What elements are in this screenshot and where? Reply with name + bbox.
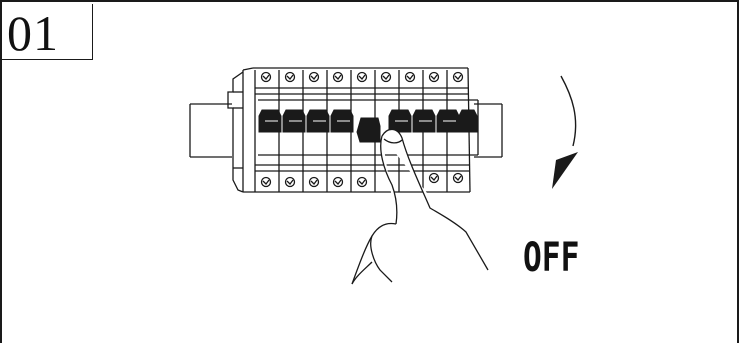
din-rail	[189, 103, 503, 158]
step-number: 01	[7, 5, 59, 61]
pointing-hand-icon	[351, 128, 489, 285]
bottom-terminal-screws	[260, 172, 464, 188]
off-label: OFF	[523, 235, 580, 281]
arrow-head	[552, 152, 578, 189]
curved-arrow-down-icon	[560, 75, 577, 147]
top-terminal-screws	[260, 71, 464, 83]
breaker-modules	[242, 67, 479, 193]
end-cap	[227, 71, 244, 193]
active-toggle	[356, 117, 381, 143]
step-number-box: 01	[1, 4, 93, 61]
breaker-toggles	[258, 109, 478, 143]
